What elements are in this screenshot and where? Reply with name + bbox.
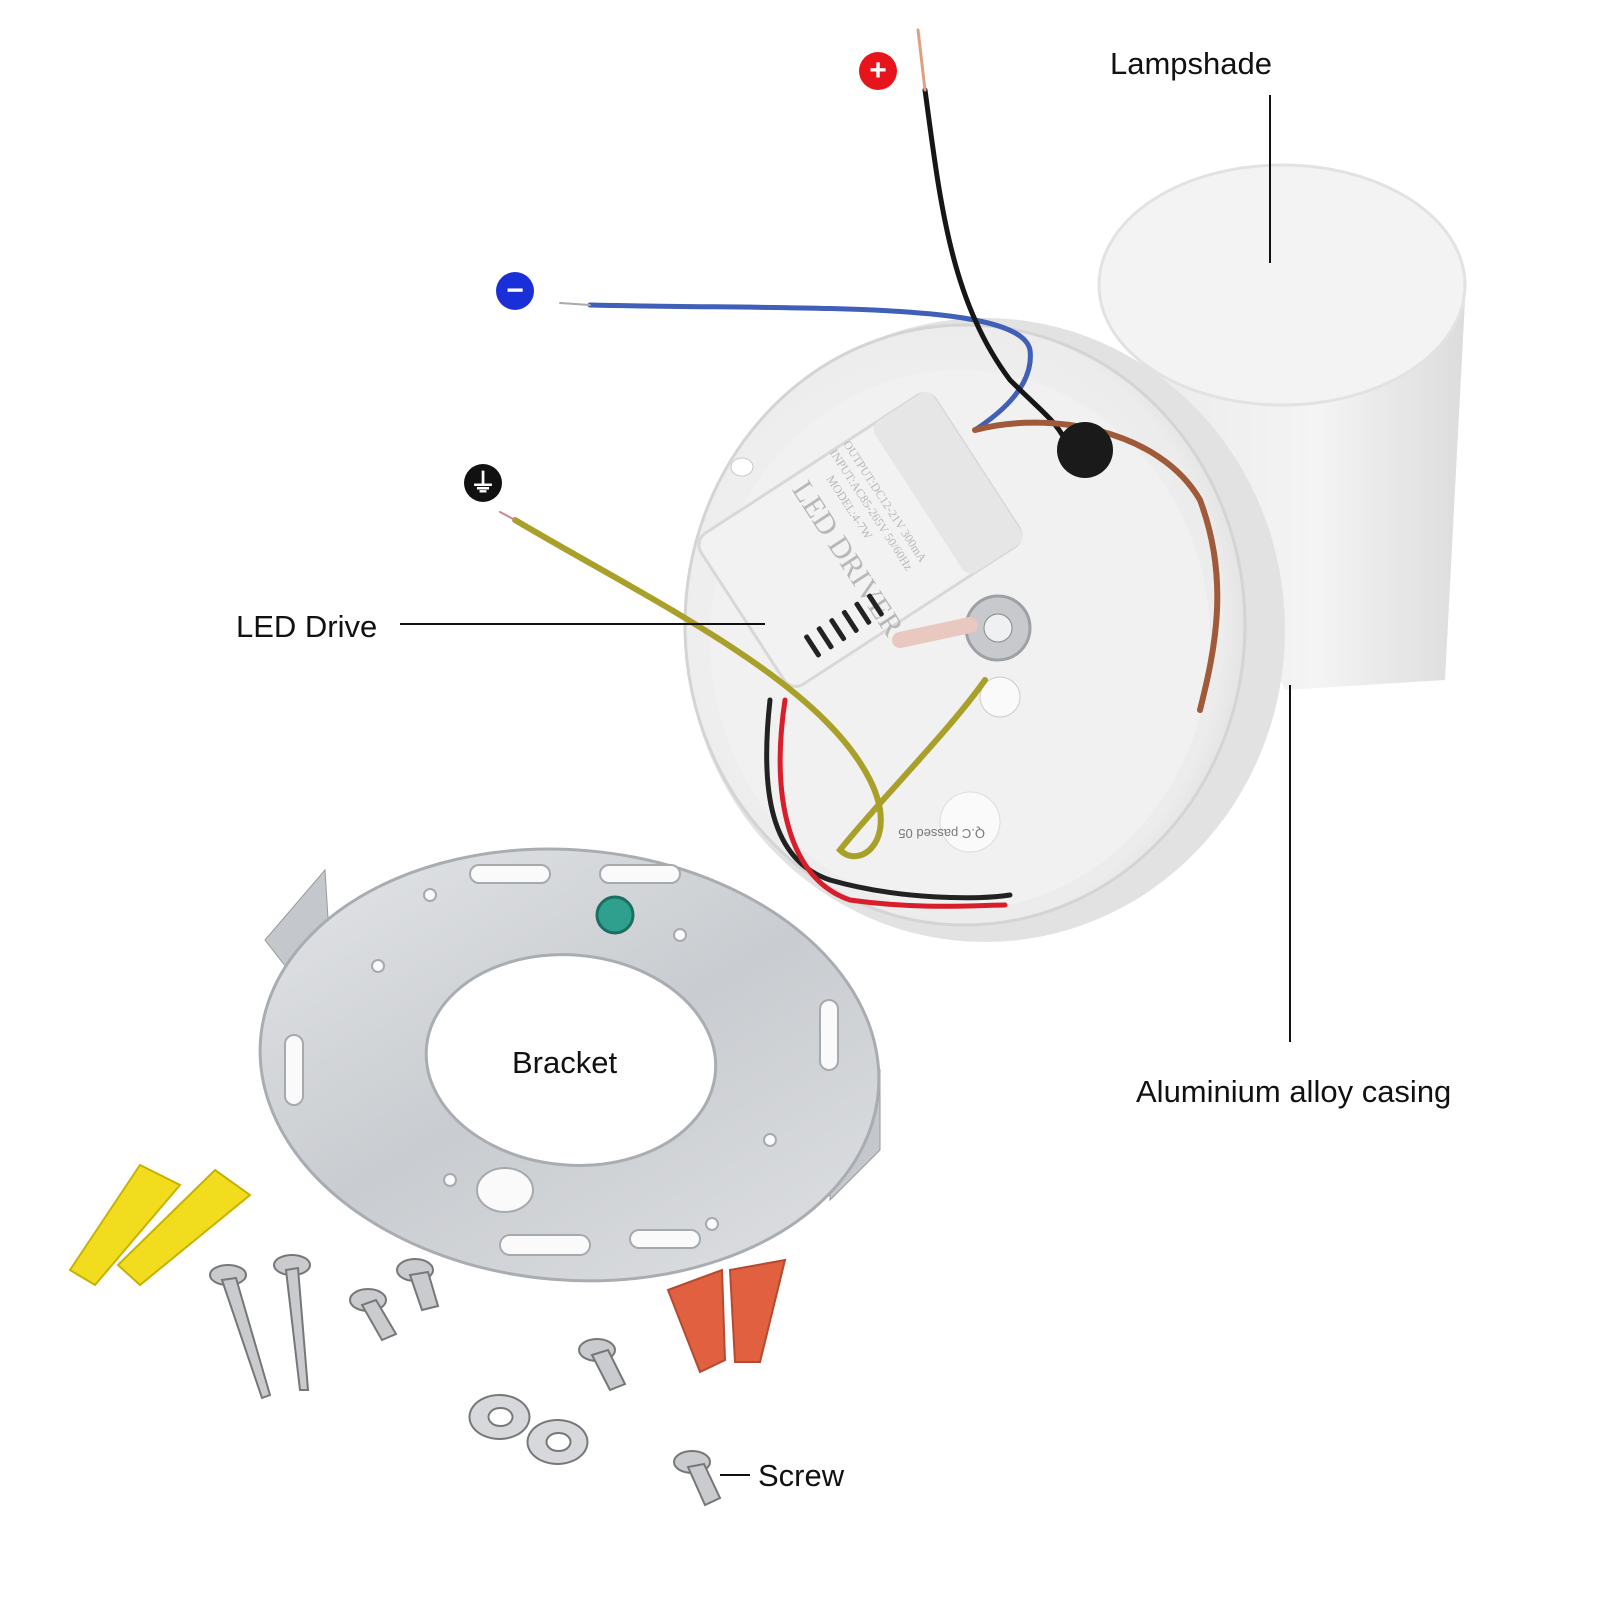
wall-anchors xyxy=(68,1163,252,1287)
ground-icon: ⏚ xyxy=(464,464,502,502)
led-drive-label: LED Drive xyxy=(236,609,378,644)
bracket-label: Bracket xyxy=(512,1045,618,1080)
wires xyxy=(499,28,1221,909)
casing-leader-line xyxy=(1289,685,1291,1042)
wire-nuts xyxy=(666,1258,787,1374)
casing-label: Aluminium alloy casing xyxy=(1136,1074,1452,1109)
lampshade-label: Lampshade xyxy=(1110,46,1273,81)
screw-leader-line xyxy=(720,1474,750,1476)
plus-circle-icon: + xyxy=(859,52,897,90)
qc-sticker: Q.C passed 05 xyxy=(898,826,985,841)
lampshade xyxy=(1097,163,1467,690)
mounting-bracket xyxy=(258,847,881,1283)
screw-label: Screw xyxy=(758,1458,845,1493)
led-driver: LED DRIVER MODEL:4-7W INPUT:AC85-265V 50… xyxy=(697,392,1023,688)
lampshade-leader-line xyxy=(1269,95,1271,263)
minus-circle-icon: − xyxy=(496,272,534,310)
led-drive-leader-line xyxy=(400,623,765,625)
screws xyxy=(209,1254,722,1507)
